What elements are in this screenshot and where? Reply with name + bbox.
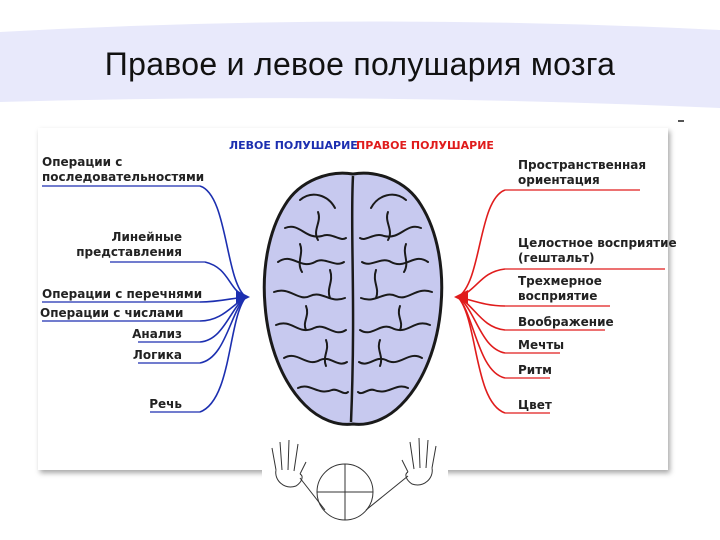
corner-mark (678, 120, 684, 122)
right-hemisphere-header: ПРАВОЕ ПОЛУШАРИЕ (356, 139, 494, 152)
right-label-gestalt: Целостное восприятие(гештальт) (518, 236, 677, 265)
left-hemisphere-header: ЛЕВОЕ ПОЛУШАРИЕ (229, 139, 358, 152)
right-arrowhead (454, 290, 468, 304)
right-label-rhythm: Ритм (518, 363, 552, 377)
left-label-analysis: Анализ (132, 327, 182, 341)
left-label-speech: Речь (149, 397, 182, 411)
right-label-color: Цвет (518, 398, 552, 412)
left-arrowhead (236, 290, 250, 304)
brain-icon (262, 171, 444, 426)
left-label-logic: Логика (132, 348, 182, 362)
left-label-lists: Операции с перечнями (42, 287, 203, 301)
right-label-imagination: Воображение (518, 315, 614, 329)
left-underlines (42, 185, 205, 413)
left-hand-icon (271, 439, 307, 488)
left-label-numbers: Операции с числами (40, 306, 184, 320)
right-underlines (505, 189, 665, 414)
right-hand-icon (401, 437, 437, 486)
right-label-dreams: Мечты (518, 338, 565, 352)
hands-sketch (262, 430, 448, 540)
page-title: Правое и левое полушария мозга (104, 46, 616, 82)
